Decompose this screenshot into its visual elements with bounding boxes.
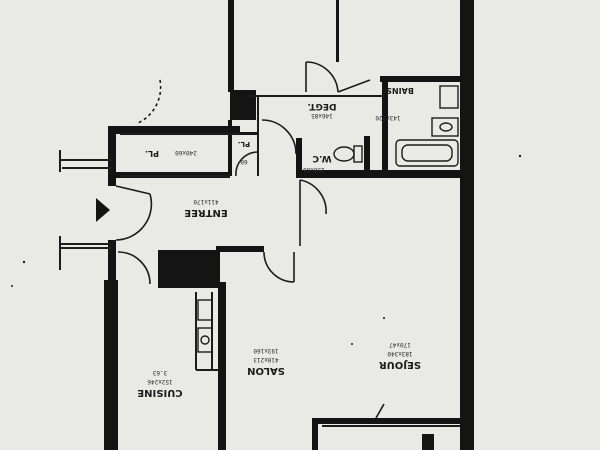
entry-left-wall-lower <box>108 240 116 310</box>
fixtures <box>197 85 459 353</box>
bains-label: BAINS <box>386 86 414 95</box>
cuisine-label: CUISINE <box>137 387 182 398</box>
upper-room-partition <box>336 0 339 62</box>
bath-top-wall <box>380 76 464 82</box>
degt-dims: 146x85 <box>311 112 333 119</box>
sejour-label: SEJOUR <box>379 359 421 370</box>
entrance-arrow-icon <box>96 198 110 222</box>
bains-dims: 143x220 <box>375 114 401 121</box>
bathtub <box>395 139 459 167</box>
placard-dims: 240x60 <box>175 149 197 156</box>
cuisine-dims: 152x246 <box>147 378 173 385</box>
closet-top-wall <box>228 132 258 135</box>
cuisine-area: 3.63 <box>152 369 167 376</box>
sejour-dims-secondary: 170x47 <box>389 341 411 348</box>
salon-dims-secondary: 193x160 <box>253 347 279 354</box>
washbasin-small <box>431 117 459 137</box>
washbasin <box>439 85 459 109</box>
degt-label: DEGT. <box>307 101 336 111</box>
entry-left-wall-upper <box>108 126 116 186</box>
kitchen-outer-wall <box>104 280 118 450</box>
upper-room-left-wall <box>228 0 234 92</box>
doors <box>115 61 385 419</box>
column-block <box>158 250 220 288</box>
room-labels: ENTREE 411x170 CUISINE 152x246 3.63 SALO… <box>137 86 421 398</box>
closet-dims: 60 <box>240 158 248 165</box>
pillar-block <box>230 90 256 120</box>
closet-label: PL. <box>238 140 250 148</box>
corridor-top-wall <box>112 126 240 134</box>
wc-left-wall <box>296 138 302 174</box>
wc-right-wall <box>364 136 370 176</box>
placard-label: PL. <box>145 149 159 158</box>
closet-left-wall <box>228 120 232 176</box>
salon-dims: 410x213 <box>253 356 279 363</box>
wc-bottom-wall <box>296 170 466 178</box>
kitchen-sink <box>197 299 213 321</box>
entree-dims: 411x170 <box>193 198 219 205</box>
lower-room-top-wall <box>312 418 464 424</box>
right-exterior-wall <box>460 0 474 450</box>
lower-room-left-wall <box>312 418 318 450</box>
stray-marks <box>11 154 522 345</box>
salon-label: SALON <box>247 365 285 376</box>
wc-label: W.C <box>312 153 332 163</box>
sejour-dims: 183x340 <box>387 350 413 357</box>
walls <box>104 0 474 450</box>
entree-label: ENTREE <box>184 207 228 218</box>
kitchen-hob <box>200 335 210 345</box>
entree-salon-wall <box>216 246 264 252</box>
wc-dims: 150x86 <box>303 166 325 173</box>
bath-partition <box>382 78 388 170</box>
kitchen-inner-wall <box>218 282 226 450</box>
lower-room-block <box>422 434 434 450</box>
